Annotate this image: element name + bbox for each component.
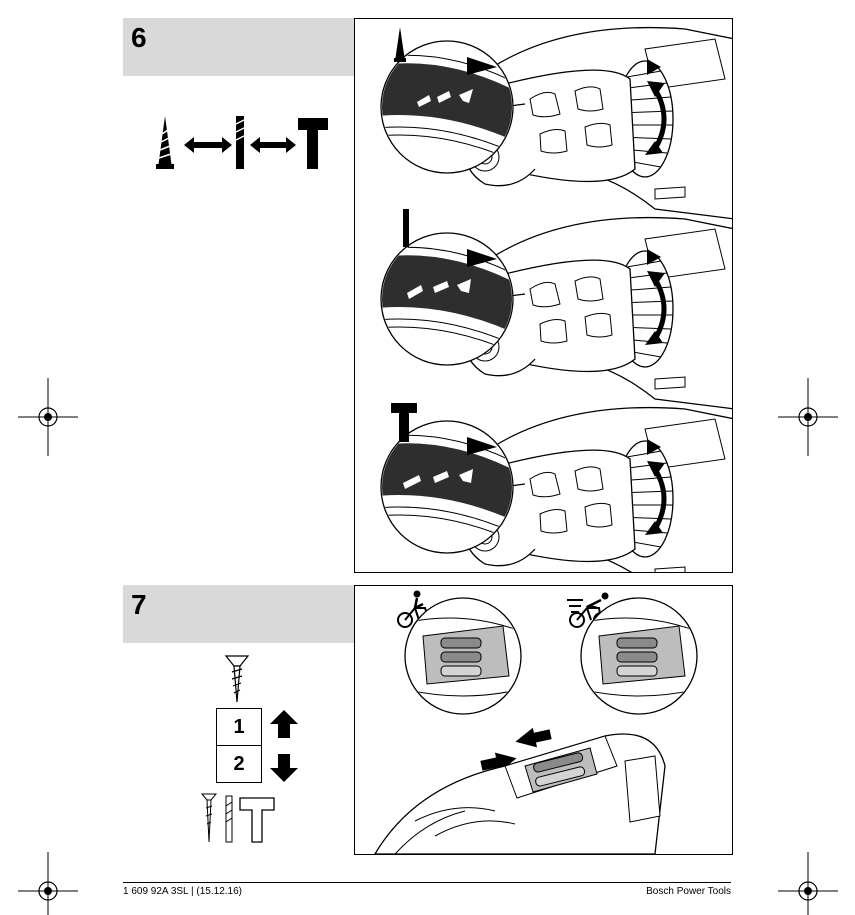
step-7-header: 7: [123, 585, 354, 643]
hammer-icon: [240, 798, 274, 842]
registration-mark-icon: [18, 852, 78, 915]
double-arrow-icon: [250, 137, 296, 153]
footer-brand: Bosch Power Tools: [646, 886, 731, 897]
drill-bit-icon: [236, 116, 244, 169]
hammer-icon: [298, 118, 328, 169]
step-number: 6: [131, 22, 147, 54]
tool-symbols-row: [196, 792, 278, 844]
mode-symbol-row: [150, 114, 330, 170]
drill-top-view: [375, 734, 665, 854]
footer-doc-code: 1 609 92A 3SL | (15.12.16): [123, 886, 242, 897]
gear-switch-zoom-slow: [393, 598, 533, 714]
step-6-header: 6: [123, 18, 354, 76]
arrow-up-icon: [268, 708, 300, 740]
registration-mark-icon: [18, 378, 78, 456]
gear-2-text: 2: [233, 753, 244, 776]
arrow-down-icon: [268, 752, 300, 784]
registration-mark-icon: [778, 852, 838, 915]
footer-rule: [123, 882, 731, 883]
drill-bit-icon: [403, 209, 409, 247]
double-arrow-icon: [184, 137, 232, 153]
drill-bit-icon: [226, 796, 232, 842]
step-6-illustration-panel: [354, 18, 733, 573]
gear-1-text: 1: [233, 716, 244, 739]
registration-mark-icon: [778, 378, 838, 456]
step-7-illustration-panel: [354, 585, 733, 855]
screw-icon: [156, 116, 174, 169]
screw-icon: [224, 654, 250, 704]
screw-icon: [394, 27, 406, 62]
gear-2-label: 2: [216, 745, 262, 783]
step-number: 7: [131, 589, 147, 621]
screw-icon: [202, 794, 216, 842]
gear-1-label: 1: [216, 708, 262, 746]
